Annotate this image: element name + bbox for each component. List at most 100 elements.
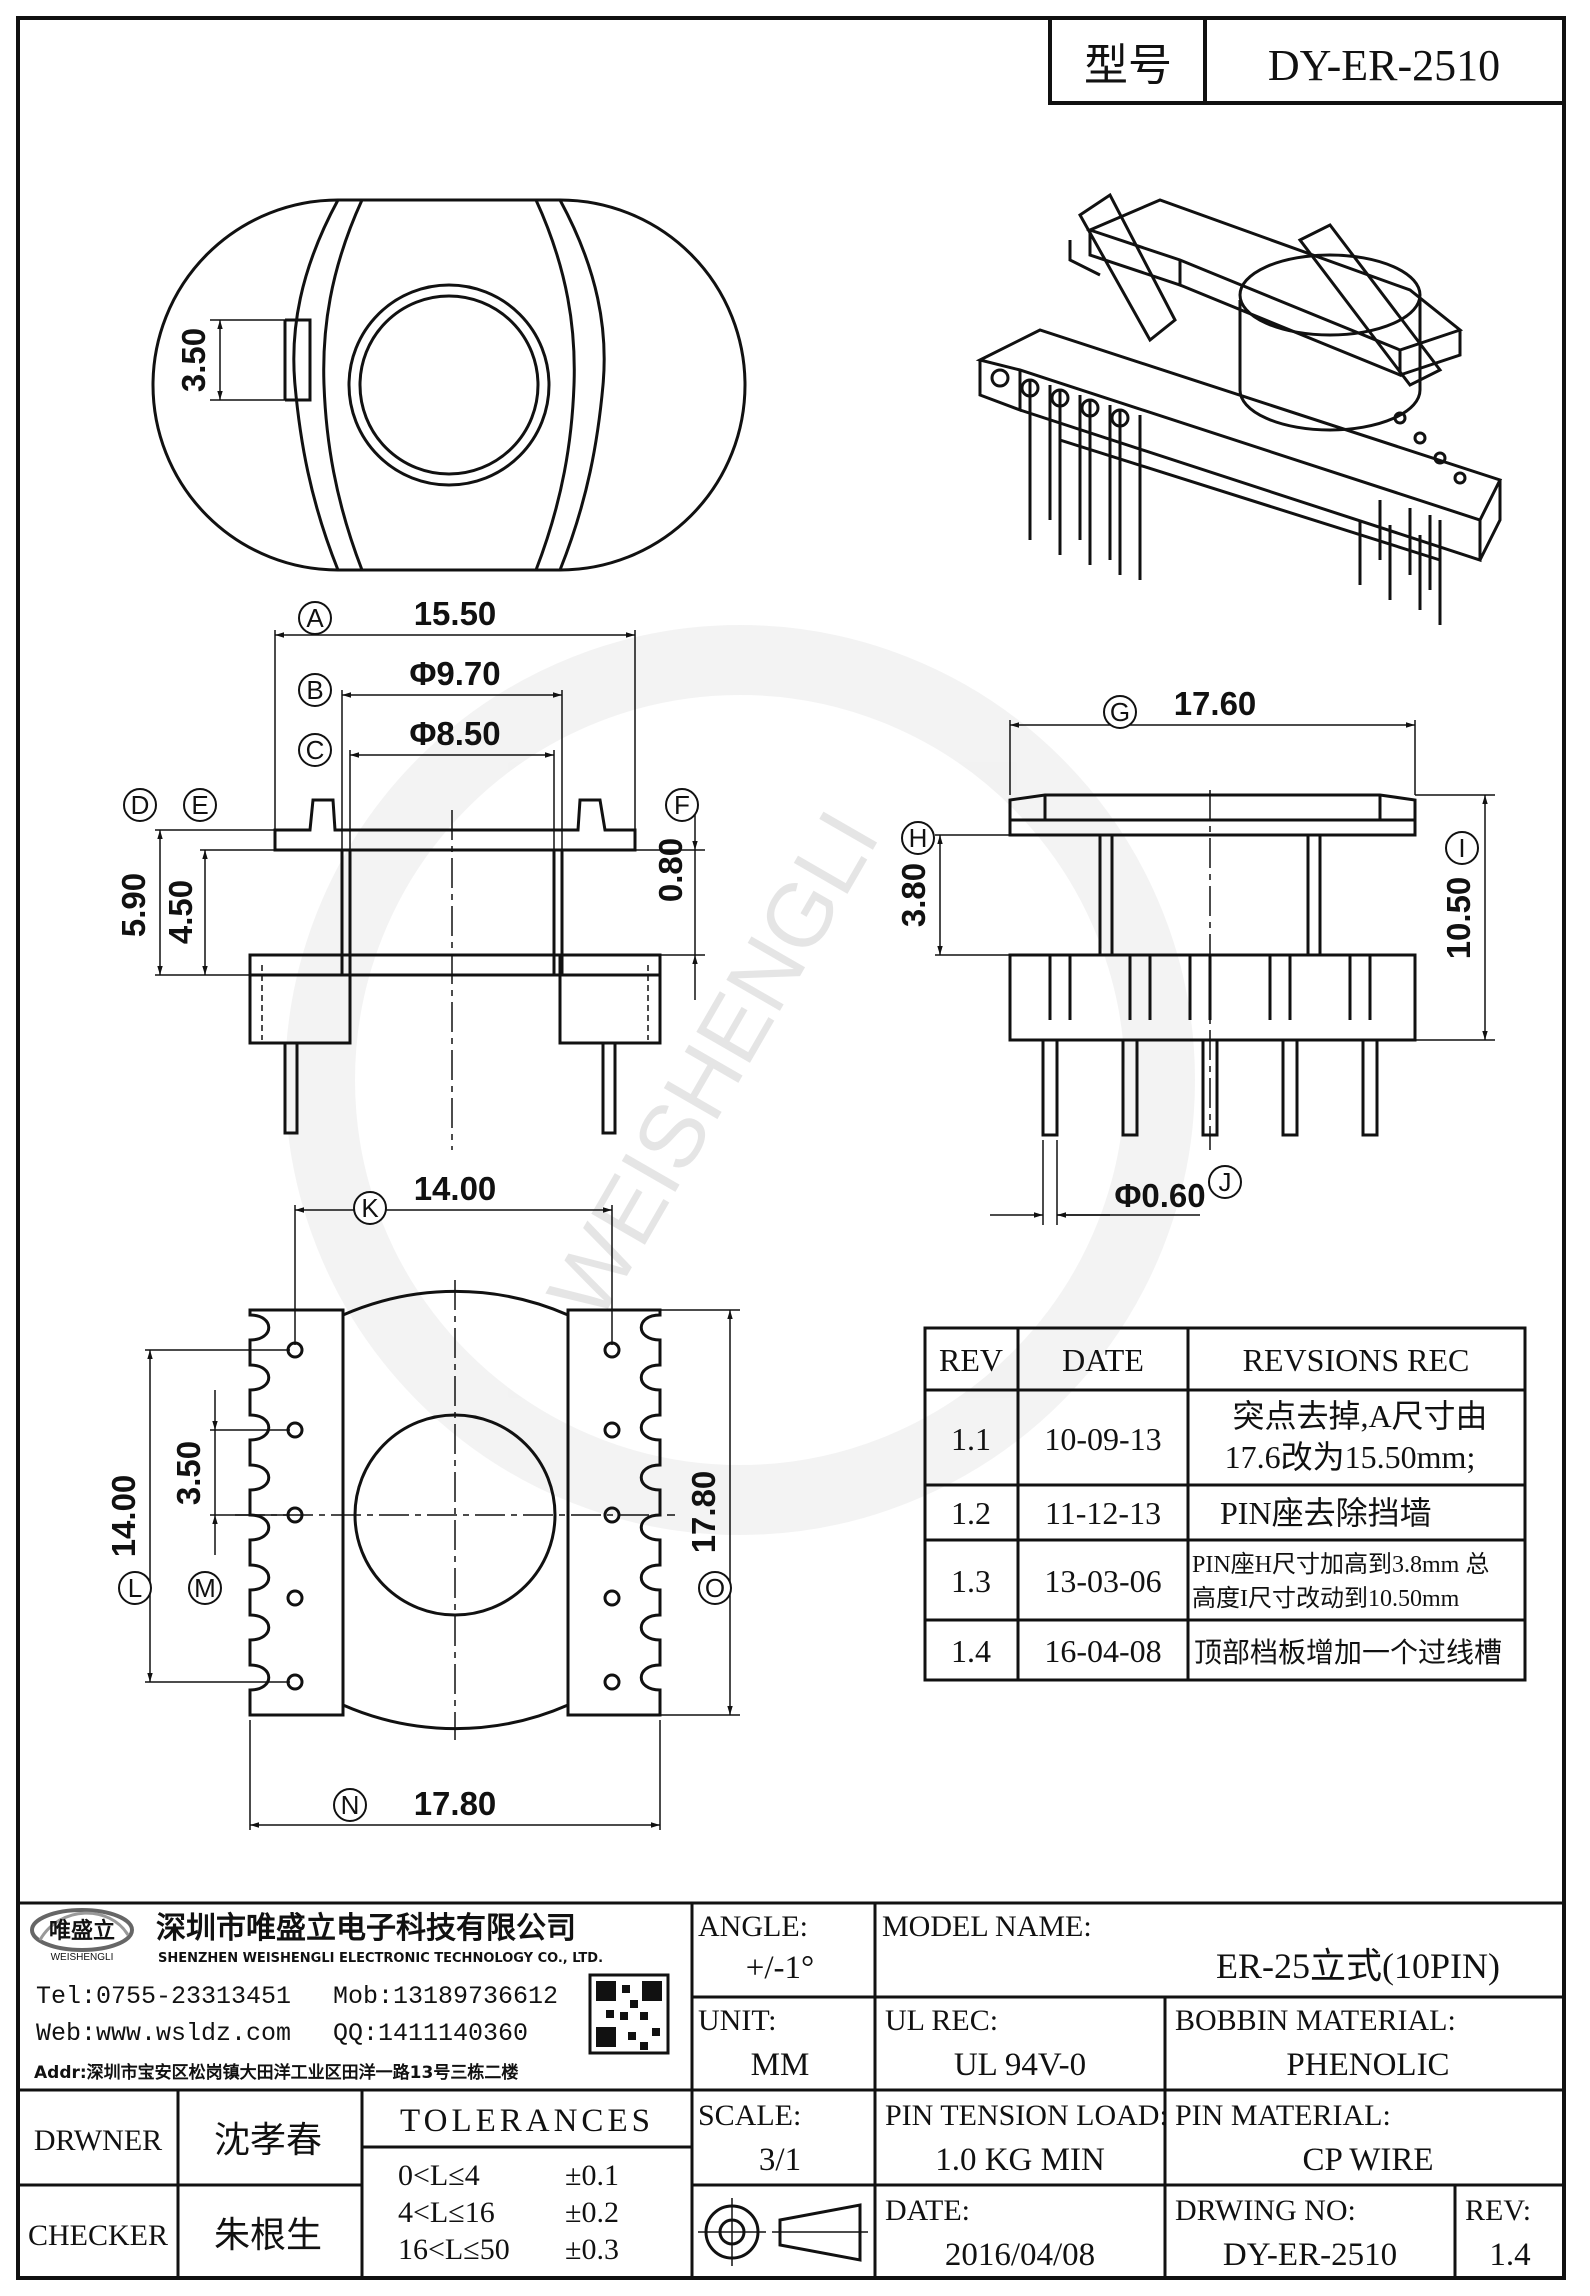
rev-row-rev: 1.4 bbox=[951, 1633, 991, 1669]
dim-L: 14.00 bbox=[105, 1475, 142, 1558]
dim-E: 4.50 bbox=[162, 880, 199, 944]
callout-d: D bbox=[123, 788, 157, 822]
tolerance-value: ±0.2 bbox=[565, 2196, 619, 2229]
qr-code bbox=[588, 1973, 670, 2055]
rev-row-rev: 1.3 bbox=[951, 1563, 991, 1599]
company-web: Web:www.wsldz.com bbox=[36, 2019, 291, 2048]
callout-letter: F bbox=[674, 790, 690, 820]
callout-letter: E bbox=[191, 790, 208, 820]
rev-header-date: DATE bbox=[1062, 1342, 1144, 1378]
revision-table: REV DATE REVSIONS REC 1.1 10-09-13 突点去掉,… bbox=[923, 1326, 1527, 1682]
callout-h: H bbox=[901, 821, 935, 855]
company-address: Addr:深圳市宝安区松岗镇大田洋工业区田洋一路13号三栋二楼 bbox=[34, 2062, 518, 2083]
callout-j: J bbox=[1208, 1165, 1242, 1199]
rev-row-rec: 17.6改为15.50mm; bbox=[1225, 1439, 1476, 1475]
company-block: 唯盛立 WEISHENGLI 深圳市唯盛立电子科技有限公司 SHENZHEN W… bbox=[30, 1908, 670, 2083]
tolerance-value: ±0.3 bbox=[565, 2233, 619, 2266]
dim-F: 0.80 bbox=[652, 838, 689, 902]
rev-row-rev: 1.1 bbox=[951, 1421, 991, 1457]
callout-bubbles: A BC D E F G H I J K L M N O bbox=[118, 601, 1479, 1822]
callout-letter: B bbox=[306, 675, 323, 705]
rev-row-rec: 突点去掉,A尺寸由 bbox=[1232, 1398, 1487, 1434]
model-header-value: DY-ER-2510 bbox=[1268, 41, 1500, 90]
top-view bbox=[151, 198, 747, 572]
callout-letter: G bbox=[1110, 697, 1130, 727]
unit-value: MM bbox=[751, 2047, 810, 2083]
callout-m: M bbox=[188, 1571, 222, 1605]
tolerances-title: TOLERANCES bbox=[400, 2103, 654, 2139]
rev-header-rec: REVSIONS REC bbox=[1243, 1342, 1470, 1378]
ul-rec-value: UL 94V-0 bbox=[954, 2047, 1086, 2083]
projection-symbol bbox=[698, 2198, 868, 2266]
callout-letter: D bbox=[131, 790, 150, 820]
dim-N: 17.80 bbox=[414, 1785, 497, 1822]
rev-row-rec: PIN座H尺寸加高到3.8mm 总 bbox=[1192, 1551, 1489, 1578]
bobbin-material-label: BOBBIN MATERIAL: bbox=[1175, 2004, 1456, 2037]
dim-C: Φ8.50 bbox=[409, 715, 500, 752]
side-view-dims bbox=[935, 720, 1495, 1225]
rev-row-rec: 高度I尺寸改动到10.50mm bbox=[1192, 1585, 1460, 1612]
dim-J: Φ0.60 bbox=[1114, 1177, 1205, 1214]
rev-row-rec: 顶部档板增加一个过线槽 bbox=[1194, 1637, 1502, 1669]
dim-K: 14.00 bbox=[414, 1170, 497, 1207]
company-logo-sub: WEISHENGLI bbox=[51, 1952, 114, 1963]
callout-letter: H bbox=[909, 823, 928, 853]
sheet-border bbox=[16, 16, 1566, 2280]
company-mob: Mob:13189736612 bbox=[333, 1982, 558, 2011]
callout-f: F bbox=[665, 788, 699, 822]
company-tel: Tel:0755-23313451 bbox=[36, 1982, 291, 2011]
dim-B: Φ9.70 bbox=[409, 655, 500, 692]
callout-o: O bbox=[698, 1571, 732, 1605]
scale-label: SCALE: bbox=[698, 2099, 801, 2132]
side-view bbox=[1008, 790, 1417, 1150]
bottom-view-dims bbox=[145, 1205, 740, 1830]
pin-tension-label: PIN TENSION LOAD: bbox=[885, 2099, 1168, 2132]
front-view-dims bbox=[155, 630, 705, 1000]
company-name-cn: 深圳市唯盛立电子科技有限公司 bbox=[156, 1911, 576, 1946]
company-name-en: SHENZHEN WEISHENGLI ELECTRONIC TECHNOLOG… bbox=[158, 1951, 603, 1966]
callout-letter: A bbox=[306, 603, 324, 633]
rev-label: REV: bbox=[1465, 2194, 1531, 2227]
company-qq: QQ:1411140360 bbox=[333, 2019, 528, 2048]
tolerance-range: 4<L≤16 bbox=[398, 2196, 495, 2229]
callout-letter: O bbox=[705, 1573, 725, 1603]
rev-row-rev: 1.2 bbox=[951, 1495, 991, 1531]
dim-A: 15.50 bbox=[414, 595, 497, 632]
callout-c: C bbox=[298, 733, 332, 767]
date-label: DATE: bbox=[885, 2194, 970, 2227]
dim-slot-width: 3.50 bbox=[175, 328, 212, 392]
isometric-view bbox=[975, 192, 1503, 625]
tolerance-range: 16<L≤50 bbox=[398, 2233, 510, 2266]
rev-row-date: 10-09-13 bbox=[1044, 1421, 1161, 1457]
dim-I: 10.50 bbox=[1440, 877, 1477, 960]
model-header-label: 型号 bbox=[1084, 41, 1172, 90]
bottom-view bbox=[235, 1280, 675, 1740]
callout-b: B bbox=[298, 673, 332, 707]
model-name-label: MODEL NAME: bbox=[882, 1910, 1092, 1943]
watermark-text: WEISHENGLI bbox=[529, 795, 898, 1334]
callout-letter: M bbox=[194, 1573, 216, 1603]
dim-D: 5.90 bbox=[115, 873, 152, 937]
callout-g: G bbox=[1103, 695, 1137, 729]
callout-l: L bbox=[118, 1571, 152, 1605]
dim-H: 3.80 bbox=[895, 863, 932, 927]
rev-value: 1.4 bbox=[1489, 2237, 1530, 2273]
dim-O: 17.80 bbox=[685, 1471, 722, 1554]
angle-value: +/-1° bbox=[746, 1950, 814, 1986]
callout-i: I bbox=[1445, 831, 1479, 865]
bobbin-material-value: PHENOLIC bbox=[1286, 2047, 1449, 2083]
callout-a: A bbox=[298, 601, 332, 635]
rev-header-rev: REV bbox=[939, 1342, 1003, 1378]
callout-n: N bbox=[333, 1788, 367, 1822]
drawing-no-value: DY-ER-2510 bbox=[1223, 2237, 1397, 2273]
title-block-grid bbox=[18, 1901, 1564, 2278]
drawing-no-label: DRWING NO: bbox=[1175, 2194, 1356, 2227]
watermark: WEISHENGLI bbox=[285, 625, 1195, 1535]
pin-material-value: CP WIRE bbox=[1302, 2142, 1433, 2178]
callout-letter: N bbox=[341, 1790, 360, 1820]
drawer-value: 沈孝春 bbox=[214, 2120, 322, 2160]
company-logo-text: 唯盛立 bbox=[49, 1918, 115, 1943]
callout-letter: K bbox=[361, 1193, 379, 1223]
rev-row-date: 16-04-08 bbox=[1044, 1633, 1161, 1669]
model-name-value: ER-25立式(10PIN) bbox=[1216, 1946, 1500, 1986]
